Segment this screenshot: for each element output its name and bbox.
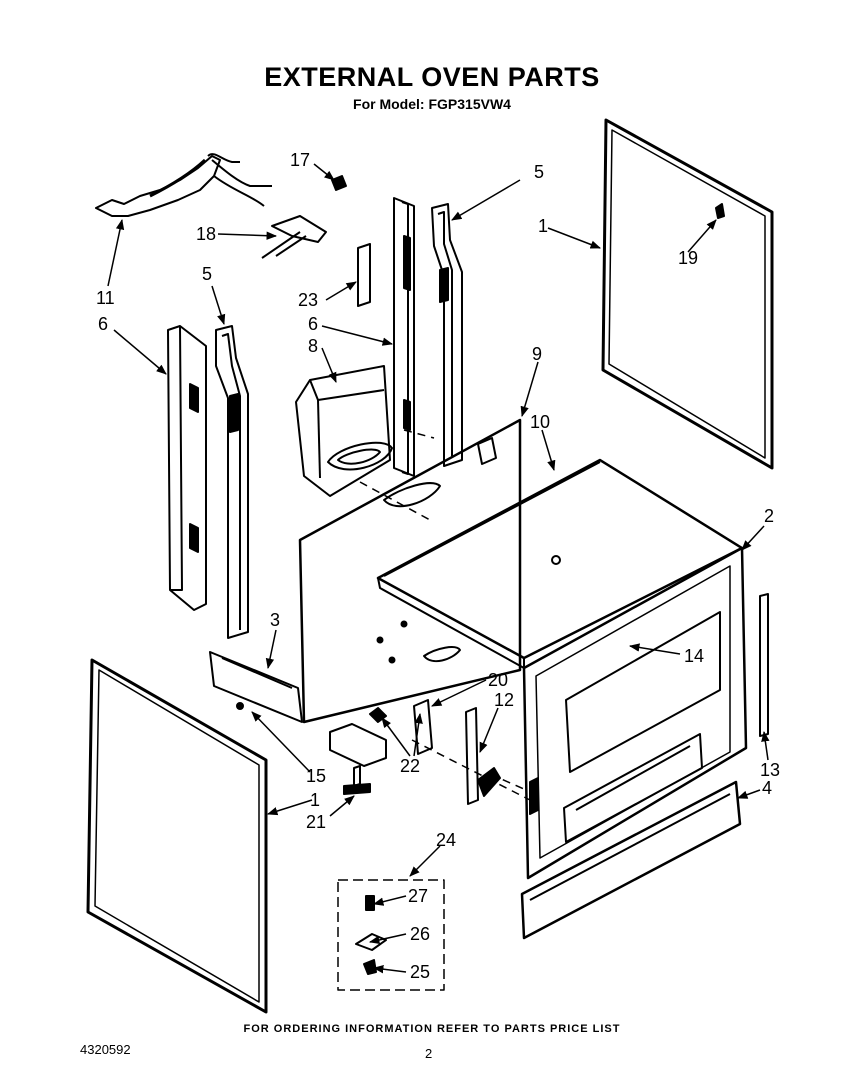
callout-17: 17 <box>290 150 310 170</box>
model-subtitle: For Model: FGP315VW4 <box>353 96 511 112</box>
ordering-info-note: FOR ORDERING INFORMATION REFER TO PARTS … <box>243 1023 621 1035</box>
hinge <box>465 707 501 805</box>
callout-8: 8 <box>308 336 318 356</box>
callout-15: 15 <box>306 766 326 786</box>
callout-26: 26 <box>410 924 430 944</box>
front-frame <box>522 546 748 880</box>
callout-21: 21 <box>306 812 326 832</box>
wire-harness <box>95 153 272 217</box>
callout-14: 14 <box>684 646 704 666</box>
callout-1-bottom: 1 <box>310 790 320 810</box>
callout-6-center: 6 <box>308 314 318 334</box>
lower-trim <box>520 780 742 940</box>
callout-6-left: 6 <box>98 314 108 334</box>
callout-4: 4 <box>762 778 772 798</box>
page-title: EXTERNAL OVEN PARTS <box>264 62 600 92</box>
callout-13: 13 <box>760 760 780 780</box>
leader-lines <box>107 163 770 974</box>
clip <box>331 175 347 191</box>
callout-1-top: 1 <box>538 216 548 236</box>
callout-23: 23 <box>298 290 318 310</box>
side-panel-left <box>86 658 268 1014</box>
callout-11: 11 <box>96 288 115 308</box>
side-rail-center <box>393 197 415 477</box>
wire-connector <box>261 215 327 259</box>
side-strip <box>759 593 769 737</box>
callout-10: 10 <box>530 412 550 432</box>
callout-19: 19 <box>678 248 698 268</box>
callout-labels: 1 19 5 17 18 11 6 5 23 6 8 9 10 2 14 3 2… <box>96 150 780 982</box>
callout-12: 12 <box>494 690 514 710</box>
bottom-rail <box>209 651 303 723</box>
rear-panel <box>298 418 522 724</box>
callout-5-right: 5 <box>534 162 544 182</box>
page-number: 2 <box>425 1046 433 1061</box>
callout-27: 27 <box>408 886 428 906</box>
side-rail-left <box>167 325 207 611</box>
burner-box <box>295 365 393 497</box>
callout-5-left: 5 <box>202 264 212 284</box>
side-panel-right <box>601 118 774 470</box>
callout-20: 20 <box>488 670 508 690</box>
small-bracket <box>369 699 433 755</box>
curved-rail-left <box>215 325 249 639</box>
document-number: 4320592 <box>80 1042 131 1057</box>
bracket-strip <box>357 243 371 307</box>
oven-floor <box>376 458 744 669</box>
callout-2: 2 <box>764 506 774 526</box>
callout-9: 9 <box>532 344 542 364</box>
callout-25: 25 <box>410 962 430 982</box>
callout-22: 22 <box>400 756 420 776</box>
callout-18: 18 <box>196 224 216 244</box>
callout-24: 24 <box>436 830 456 850</box>
assembly-guides <box>359 429 531 801</box>
small-screw <box>236 702 244 710</box>
callout-3: 3 <box>270 610 280 630</box>
leveling-leg <box>329 723 387 795</box>
curved-rail-right <box>431 203 463 467</box>
